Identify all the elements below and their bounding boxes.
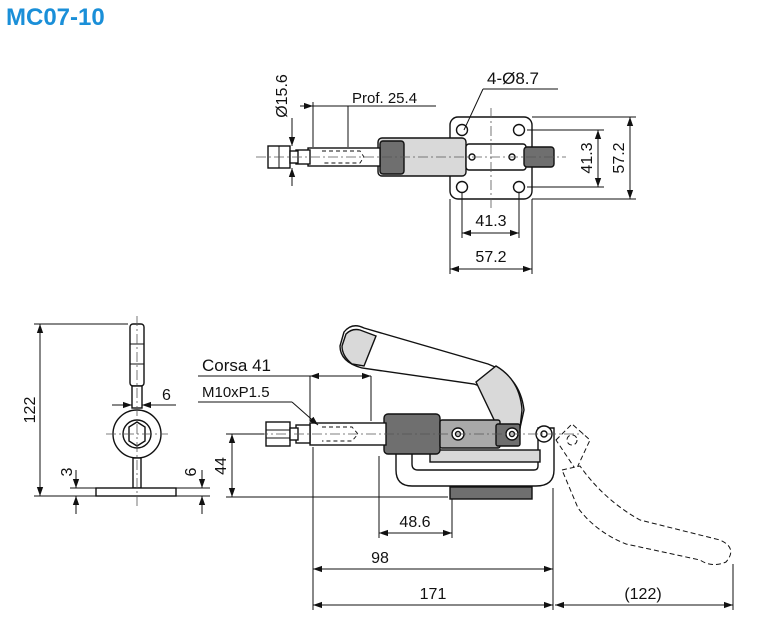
side-base	[95, 487, 177, 497]
stroke-label: Corsa 41	[202, 356, 271, 375]
top-view: Ø15.6 Prof. 25.4 4-Ø8.7 41.3 57.2 41.3	[256, 69, 636, 274]
dim-rod-height: 44	[213, 457, 230, 475]
dim-rod-diameter: Ø15.6	[274, 74, 291, 118]
dim-98: 98	[371, 550, 389, 567]
mounting-hole	[512, 180, 526, 194]
page-title: MC07-10	[6, 4, 105, 31]
dim-base-thickness-right: 6	[183, 467, 200, 476]
top-body-dark	[379, 140, 405, 175]
dim-base-thickness: 3	[59, 467, 76, 476]
front-view: Corsa 41 M10xP1.5 44 48.6 98 171 (122)	[198, 325, 734, 610]
dim-171: 171	[420, 586, 447, 603]
dim-handle-width: 6	[162, 387, 171, 404]
dim-base-horizontal: 57.2	[475, 249, 506, 266]
dim-122: (122)	[624, 586, 661, 603]
dim-hole-spacing-horizontal: 41.3	[475, 213, 506, 230]
mounting-hole	[455, 180, 469, 194]
front-base-plate	[449, 486, 533, 500]
handle-grip	[475, 365, 523, 429]
dim-base-vertical: 57.2	[611, 142, 628, 173]
side-view: 122 6 3 6	[22, 316, 210, 514]
dim-holes: 4-Ø8.7	[487, 69, 539, 88]
mounting-hole	[512, 123, 526, 137]
dim-total-height: 122	[22, 397, 39, 424]
dim-hole-spacing-vertical: 41.3	[579, 142, 596, 173]
dim-depth: Prof. 25.4	[352, 90, 417, 107]
ghost-handle	[555, 423, 732, 566]
dim-48-6: 48.6	[399, 514, 430, 531]
thread-label: M10xP1.5	[202, 384, 270, 401]
